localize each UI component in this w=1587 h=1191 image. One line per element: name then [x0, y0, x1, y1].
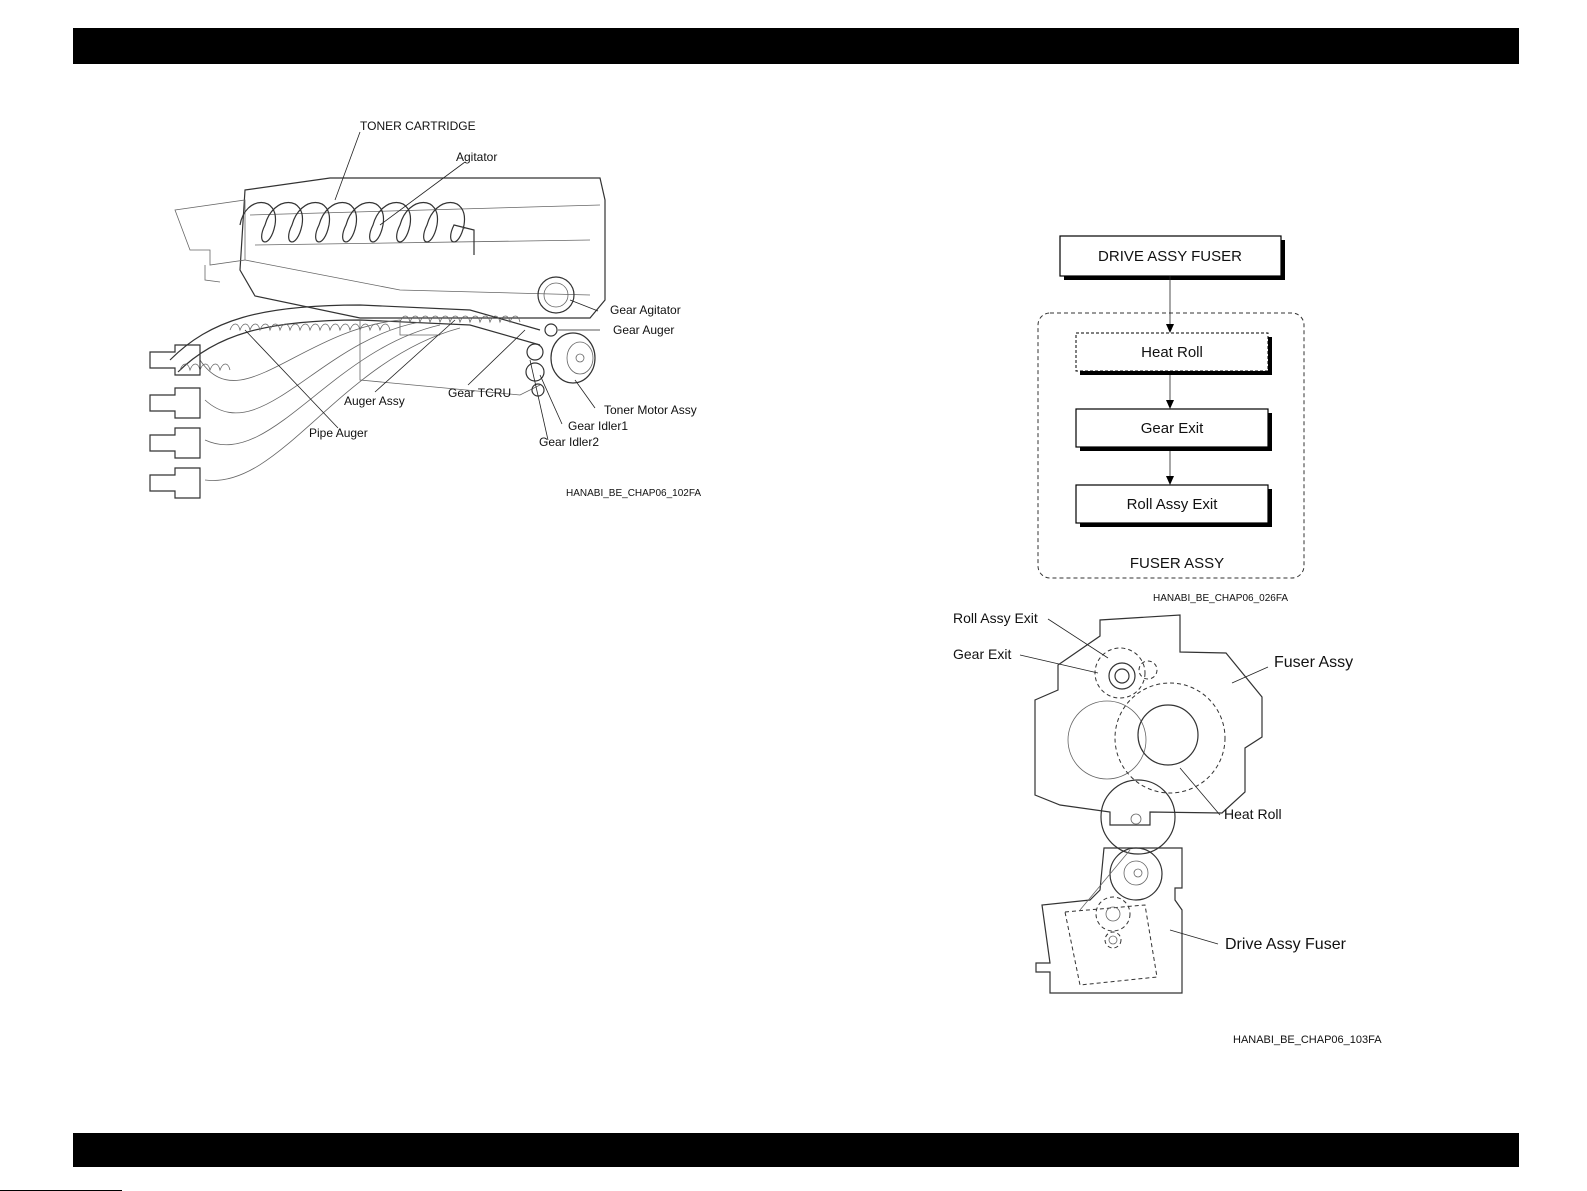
figure-id-103fa: HANABI_BE_CHAP06_103FA: [1233, 1034, 1382, 1046]
box-label-roll-assy-exit: Roll Assy Exit: [1127, 496, 1219, 513]
label-toner-motor-assy: Toner Motor Assy: [604, 403, 697, 417]
box-drive-assy-fuser: [1059, 235, 1282, 277]
box-heat-roll: [1075, 332, 1269, 372]
label-gear-idler1: Gear Idler1: [568, 419, 628, 433]
auger-pipe: [169, 304, 541, 373]
label-gear-tcru: Gear TCRU: [448, 386, 511, 400]
box-label-drive-assy-fuser: DRIVE ASSY FUSER: [1098, 248, 1242, 265]
label-agitator: Agitator: [456, 150, 497, 164]
figure-id-026fa: HANABI_BE_CHAP06_026FA: [1153, 593, 1288, 604]
footer-bar: [73, 1133, 1519, 1167]
fuser-gear-layout: Roll Assy Exit Gear Exit Fuser Assy Heat…: [953, 610, 1382, 1046]
toner-outlets: [149, 344, 201, 499]
box-roll-assy-exit: [1075, 484, 1269, 524]
label-fuser-assy: Fuser Assy: [1274, 654, 1353, 671]
box-label-gear-exit: Gear Exit: [1141, 420, 1204, 437]
box-gear-exit: [1075, 408, 1269, 448]
gear-agitator-shape: [537, 276, 575, 314]
fuser-drive-flow: DRIVE ASSY FUSER Heat Roll Gear Exit Rol…: [1037, 235, 1305, 604]
header-bar: [73, 28, 1519, 64]
group-fuser-assy: [1037, 312, 1305, 579]
fuser-assy-outline: [1034, 614, 1263, 826]
drive-assy-outline: [1035, 847, 1183, 994]
agitator-coil: [239, 201, 475, 255]
label-roll-assy-exit: Roll Assy Exit: [953, 610, 1038, 626]
toner-motor-shape: [550, 332, 596, 384]
label-gear-agitator: Gear Agitator: [610, 303, 681, 317]
label-auger-assy: Auger Assy: [344, 394, 405, 408]
group-label-fuser-assy: FUSER ASSY: [1130, 555, 1224, 572]
label-drive-assy-fuser: Drive Assy Fuser: [1225, 936, 1347, 953]
box-label-heat-roll: Heat Roll: [1141, 344, 1203, 361]
toner-dispense-illustration: TONER CARTRIDGE Agitator Gear Agitator G…: [149, 119, 701, 499]
label-gear-idler2: Gear Idler2: [539, 435, 599, 449]
figure-id-102fa: HANABI_BE_CHAP06_102FA: [566, 488, 701, 499]
label-gear-auger: Gear Auger: [613, 323, 674, 337]
label-heat-roll: Heat Roll: [1224, 806, 1282, 822]
label-gear-exit: Gear Exit: [953, 646, 1011, 662]
label-toner-cartridge: TONER CARTRIDGE: [360, 119, 476, 133]
label-pipe-auger: Pipe Auger: [309, 426, 368, 440]
